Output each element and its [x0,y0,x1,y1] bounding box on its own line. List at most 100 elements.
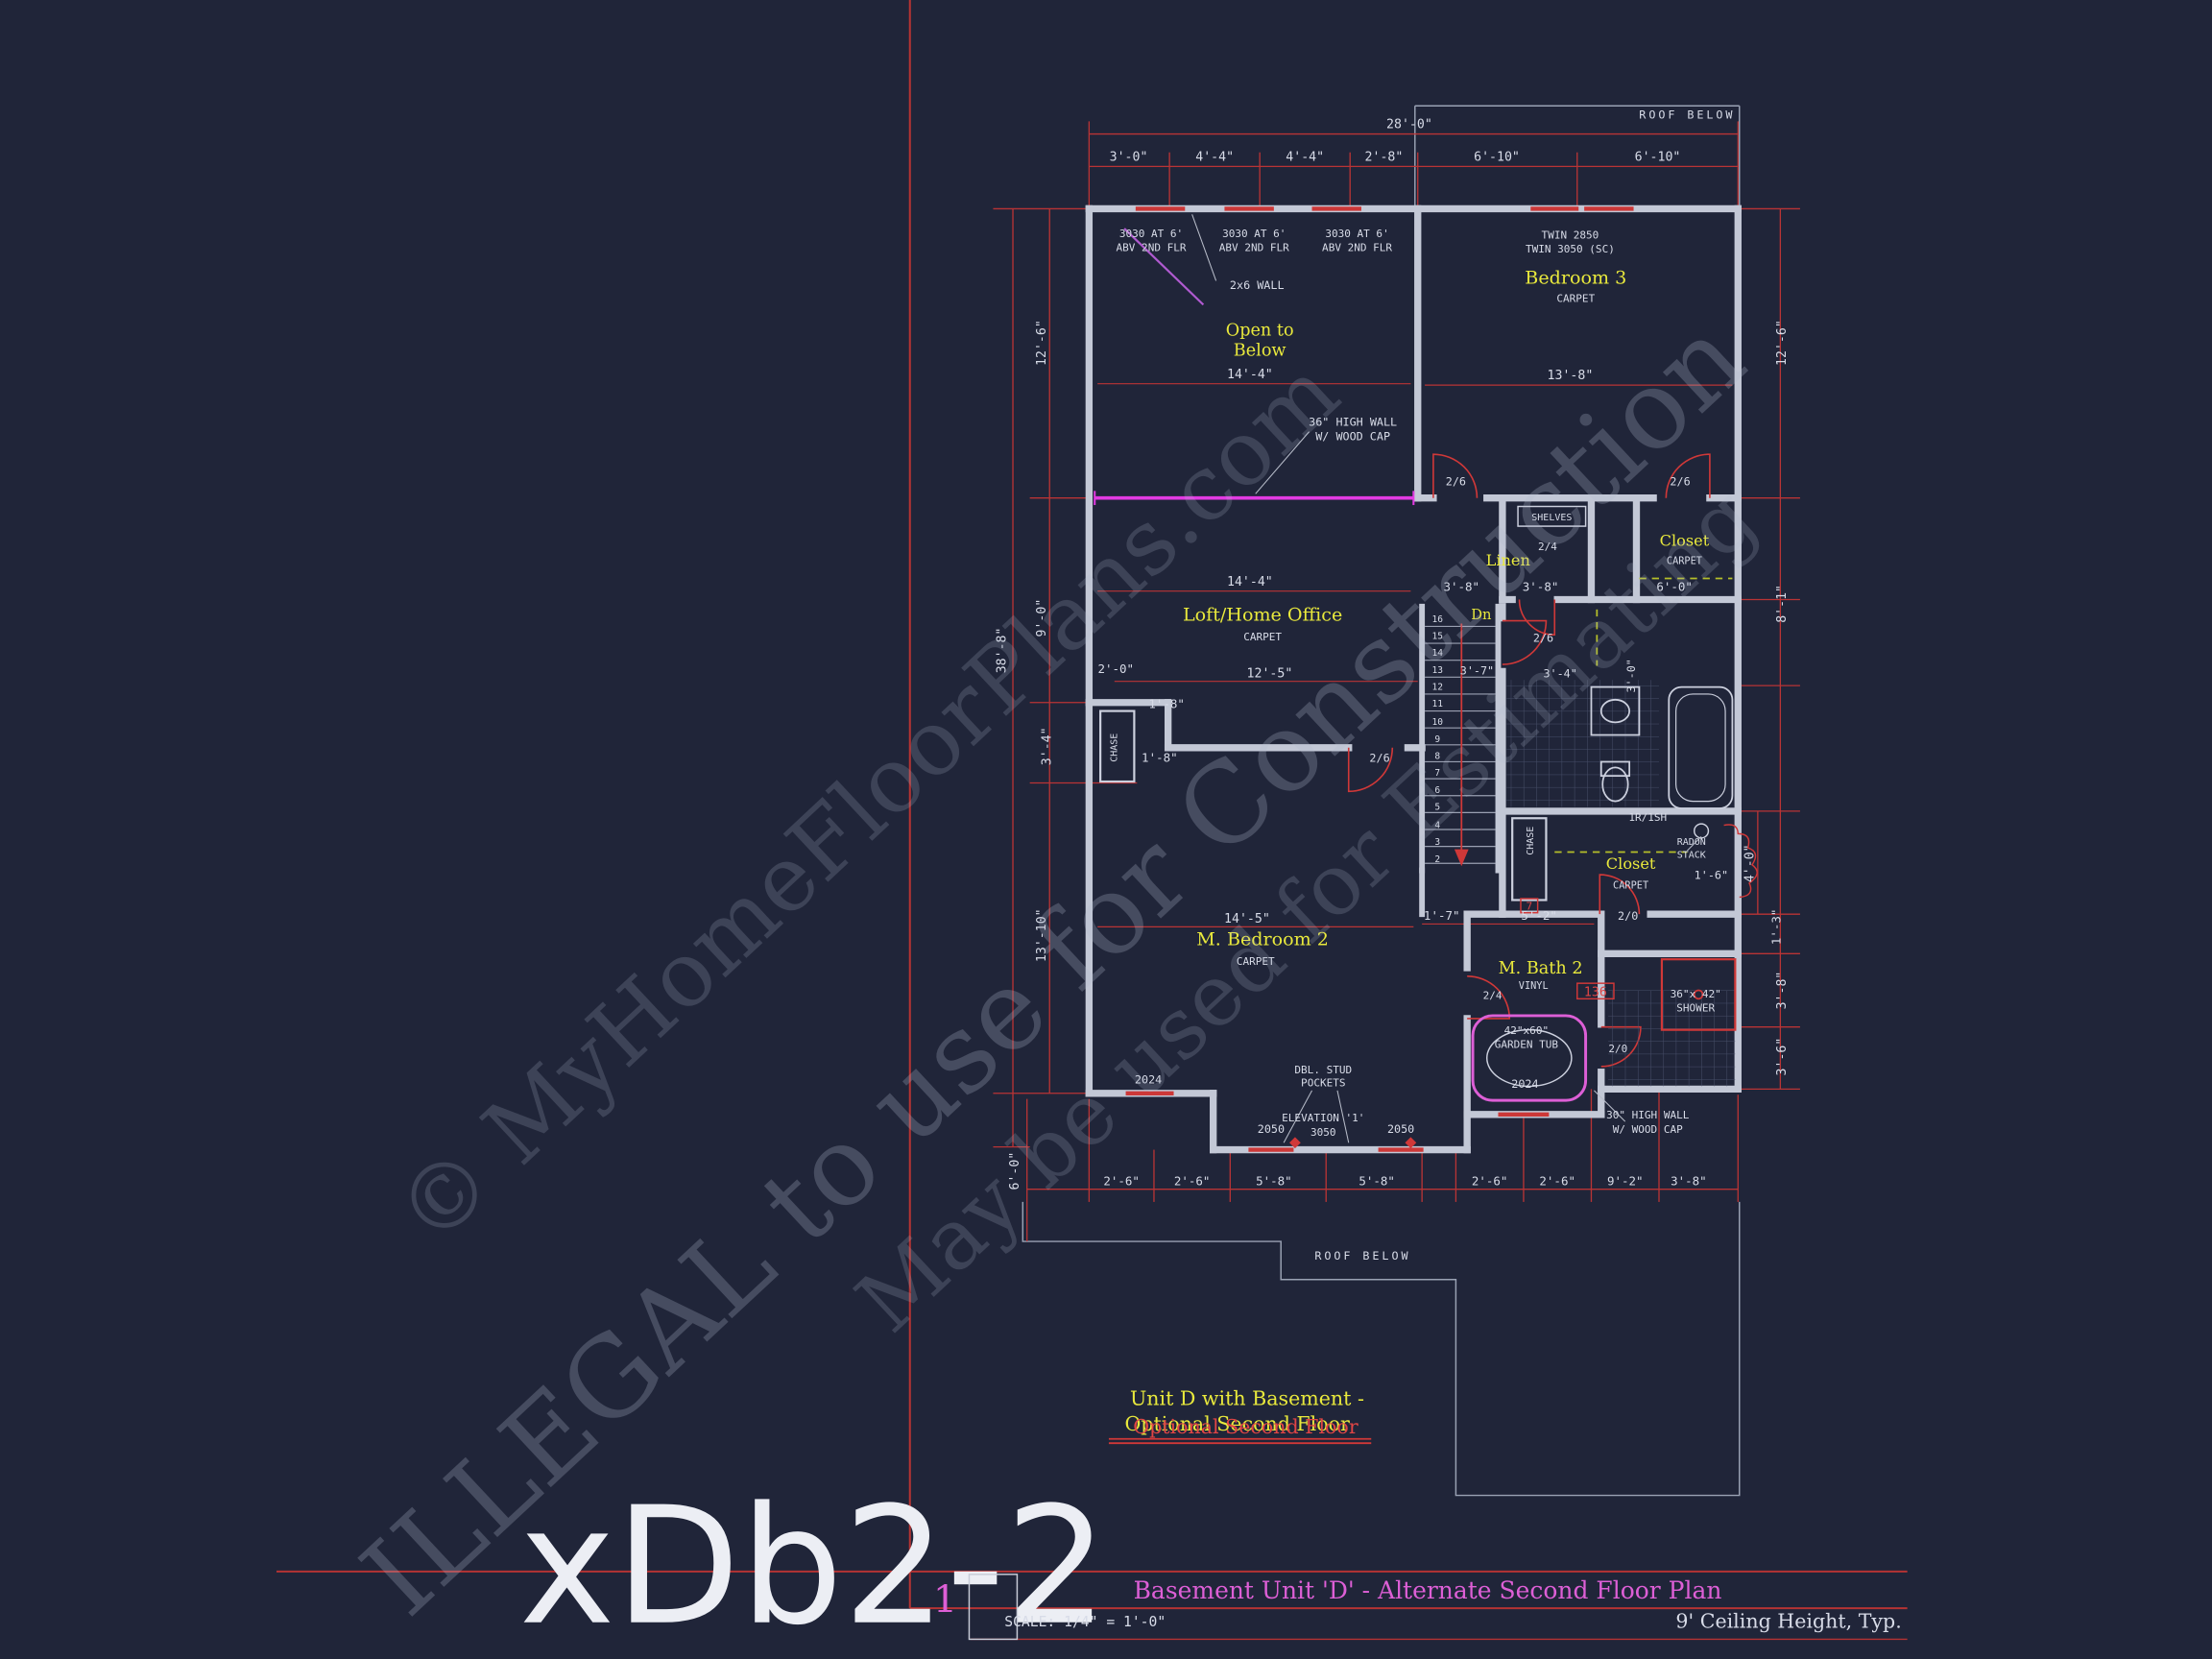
note-shelves: SHELVES [1531,513,1572,523]
note-chase-2: CHASE [1526,827,1536,855]
bathtub [1668,685,1734,809]
door-loft-2-6: 2/6 [1369,751,1389,764]
dim-bot-2-6-c: 2'-6" [1472,1173,1508,1188]
dim-1-8-a: 1'-8" [1148,697,1185,711]
roof-outline [1022,105,1741,1497]
note-elevation-b: 3050 [1310,1126,1336,1139]
dim-top-4-4-a: 4'-4" [1195,151,1234,165]
plan-note-2-red: Optional Second Floor [1133,1415,1358,1438]
dim-right-12-6: 12'-6" [1775,320,1790,366]
stair-10: 10 [1432,717,1444,728]
note-radon-b: STACK [1677,850,1706,860]
stair-9: 9 [1434,734,1440,745]
room-loft: Loft/Home Office [1183,604,1342,626]
titleblock-scale: SCALE: 1/4" = 1'-0" [1004,1614,1166,1630]
note-tub-b: GARDEN TUB [1495,1039,1559,1051]
dim-top-6-10-a: 6'-10" [1474,151,1520,165]
dim-bot-5-8-a: 5'-8" [1256,1173,1292,1188]
dim-right-3-8: 3'-8" [1775,972,1790,1010]
win-2024-right: 2024 [1511,1077,1538,1091]
vanity [1590,685,1641,736]
door-bedroom3 [1432,453,1479,498]
dim-closet1-6-0: 6'-0" [1656,580,1693,594]
closet-rods [1554,577,1733,854]
dim-left-3-4: 3'-4" [1041,727,1055,765]
keynote-7: 7 [1526,901,1532,913]
room-mbed2-finish: CARPET [1237,955,1275,968]
door-linen-2-4: 2/4 [1538,541,1557,553]
roof-below-outline [1022,1201,1741,1497]
win-2050-right: 2050 [1387,1122,1414,1136]
stair-16: 16 [1432,614,1444,625]
stair-12: 12 [1432,683,1444,693]
note-3030-2b: ABV 2ND FLR [1219,242,1289,254]
stair-7: 7 [1434,768,1440,779]
note-3030-2a: 3030 AT 6' [1222,228,1286,240]
note-elevation-a: ELEVATION '1' [1282,1112,1364,1124]
dim-bot-2-6-d: 2'-6" [1539,1173,1575,1188]
dim-left-6-0: 6'-0" [1008,1152,1022,1190]
room-bedroom3: Bedroom 3 [1525,266,1626,288]
dim-loft-12-5: 12'-5" [1247,666,1293,681]
note-3030-3a: 3030 AT 6' [1325,228,1388,240]
dim-bot-3-8: 3'-8" [1671,1173,1707,1188]
stairs [1425,623,1496,867]
stair-15: 15 [1432,632,1444,642]
door-bath-2-6: 2/6 [1533,632,1553,645]
elevation-marker-left [1289,1137,1301,1149]
note-36-wall-a: 36" HIGH WALL [1309,416,1397,429]
dim-hall-5-2: 5'-2" [1521,908,1557,923]
dim-left-12-6: 12'-6" [1035,320,1049,366]
dim-right-3-6: 3'-6" [1775,1038,1790,1076]
dim-bot-5-8-b: 5'-8" [1358,1173,1395,1188]
dim-top-2-8: 2'-8" [1365,151,1404,165]
dim-loft-14-4: 14'-4" [1227,575,1273,589]
room-open-below-1: Open to [1226,322,1294,341]
room-bedroom3-finish: CARPET [1556,292,1595,304]
note-dbl-stud-b: POCKETS [1301,1076,1345,1089]
door-bath [1502,619,1548,665]
room-linen: Linen [1486,551,1530,569]
dim-1-8-b: 1'-8" [1142,750,1178,764]
dim-open-14-4: 14'-4" [1227,368,1273,382]
dim-right-1-3: 1'-3" [1768,909,1783,946]
sink [1599,698,1631,724]
dim-bot-9-2: 9'-2" [1607,1173,1644,1188]
dim-right-4-0: 4'-0" [1743,844,1757,882]
walls [1085,204,1742,1154]
door-mbath-2-4: 2/4 [1483,989,1503,1001]
stair-8: 8 [1434,752,1440,762]
room-closet1-finish: CARPET [1667,556,1702,567]
note-radon-a: RADON [1677,837,1706,848]
roof-below-bottom: ROOF BELOW [1314,1249,1410,1262]
dim-left-13-10: 13'-10" [1035,908,1049,962]
sheet-code: xDb2-2 [519,1472,1108,1659]
room-closet2-finish: CARPET [1613,880,1648,892]
win-2024-left: 2024 [1135,1072,1162,1086]
door-loft [1347,747,1394,793]
note-3030-1b: ABV 2ND FLR [1117,242,1187,254]
note-30-wall-b: W/ WOOD CAP [1613,1123,1683,1136]
shower-tile-floor [1608,990,1736,1087]
note-30-wall-a: 30" HIGH WALL [1606,1109,1690,1121]
dim-2-0: 2'-0" [1098,661,1135,676]
dim-closet2-1-6: 1'-6" [1695,868,1728,881]
elevation-marker-right [1405,1137,1417,1149]
door-closet1 [1665,453,1711,498]
labels-layer: ROOF BELOW28'-0"3'-0"4'-4"4'-4"2'-8"6'-1… [996,108,1791,1437]
roof-below-top: ROOF BELOW [1639,108,1735,121]
dim-top-3-0: 3'-0" [1110,151,1148,165]
detail-number-box [968,1574,1019,1641]
note-shower-a: 36"x 42" [1671,988,1721,1000]
stair-arrowhead [1454,849,1469,867]
toilet-tank [1599,760,1631,778]
red-keynote-marks [1520,824,1758,1000]
dim-top-6-10-b: 6'-10" [1635,151,1681,165]
section-cut-line [1123,228,1205,306]
room-mbath2: M. Bath 2 [1499,959,1583,978]
titleblock-ceiling-note: 9' Ceiling Height, Typ. [1675,1610,1901,1633]
stair-13: 13 [1432,665,1444,676]
note-twin-a: TWIN 2850 [1542,228,1599,241]
fixtures [1099,505,1737,1102]
win-2050-left: 2050 [1258,1122,1285,1136]
